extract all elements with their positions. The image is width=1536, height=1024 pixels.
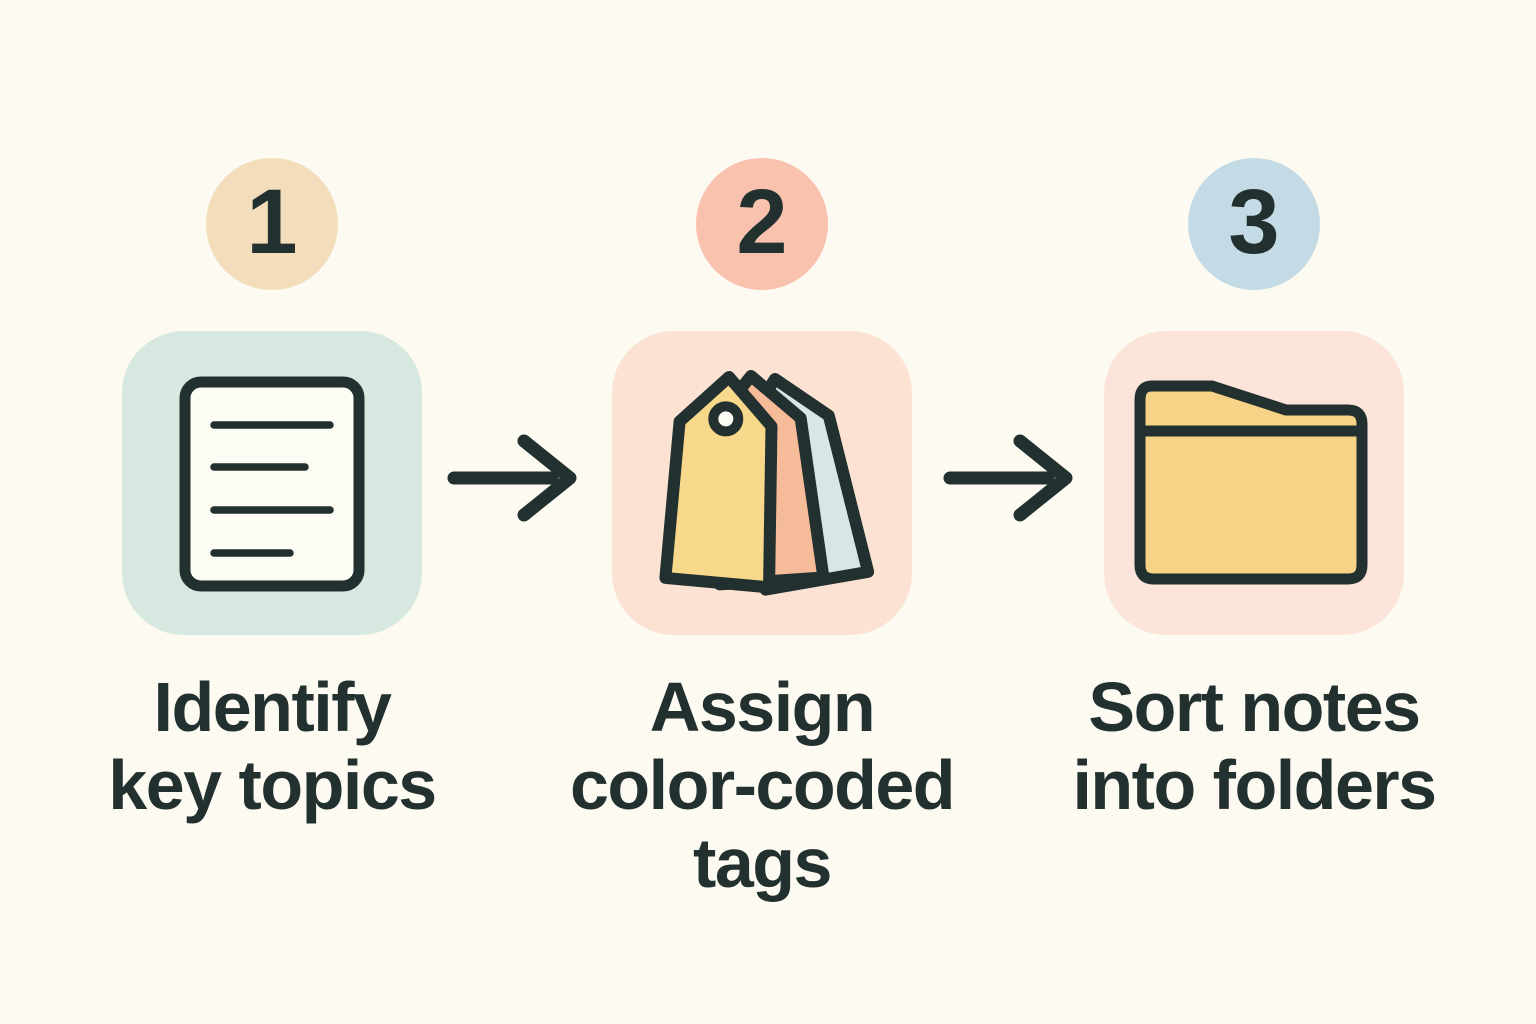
step-2-number-badge: 2	[696, 158, 828, 290]
step-3-number: 3	[1228, 171, 1280, 273]
step-2-number: 2	[736, 171, 788, 273]
step-3-label: Sort notes into folders	[1072, 668, 1437, 824]
step-3-tile	[1104, 331, 1404, 635]
right-arrow-icon	[943, 434, 1073, 522]
document-icon	[179, 376, 365, 592]
step-1: 1 Identify key topics	[37, 0, 507, 1024]
step-2: 2 Assign color-coded tags	[527, 0, 997, 1024]
step-1-tile	[122, 331, 422, 635]
step-2-tile	[612, 331, 912, 635]
step-1-number: 1	[246, 171, 298, 273]
step-3: 3 Sort notes into folders	[1019, 0, 1489, 1024]
tags-icon	[659, 370, 875, 596]
step-1-label: Identify key topics	[108, 668, 437, 824]
step-1-number-badge: 1	[206, 158, 338, 290]
step-3-number-badge: 3	[1188, 158, 1320, 290]
right-arrow-icon	[447, 434, 577, 522]
step-2-label: Assign color-coded tags	[569, 668, 956, 902]
folder-icon	[1134, 380, 1368, 585]
